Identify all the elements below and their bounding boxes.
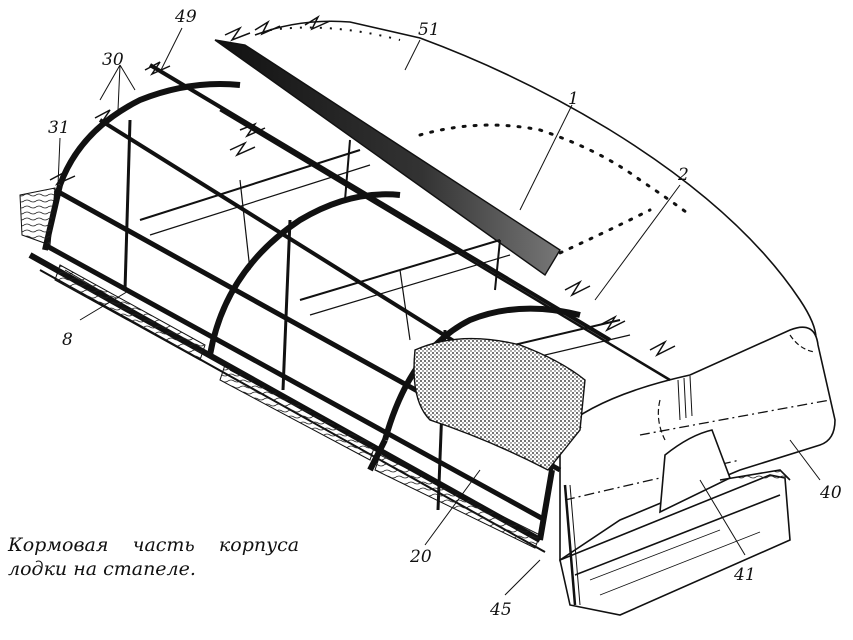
callout-49: 49 [174, 7, 197, 27]
stapel-beam [559, 469, 791, 616]
leader-lines [57, 27, 821, 596]
callout-41: 41 [733, 565, 756, 585]
callout-8: 8 [62, 330, 73, 350]
callout-31: 31 [48, 118, 70, 138]
stake [563, 484, 581, 606]
callout-45: 45 [489, 600, 512, 620]
break-lines [49, 14, 676, 357]
callout-40: 40 [819, 483, 842, 503]
callout-51: 51 [418, 20, 440, 40]
callout-1: 1 [568, 89, 579, 109]
callout-20: 20 [409, 547, 432, 567]
callout-30: 30 [102, 50, 124, 70]
stern-block-41 [659, 429, 732, 514]
caption-line-1: Кормовая часть корпуса [8, 534, 300, 556]
stippled-skin-20 [413, 337, 586, 471]
caption-line-2: лодки на стапеле. [8, 558, 196, 580]
callout-2: 2 [677, 165, 689, 185]
figure-caption: Кормовая часть корпуса лодки на стапеле. [8, 533, 338, 581]
